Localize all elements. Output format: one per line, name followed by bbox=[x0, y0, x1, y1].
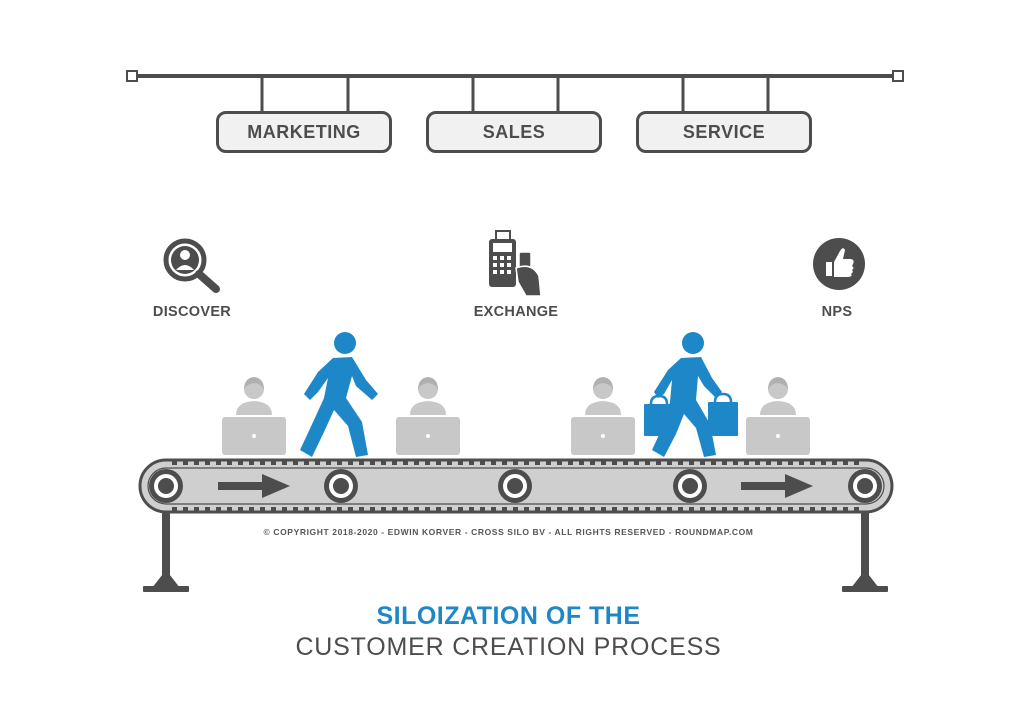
payment-terminal-icon bbox=[489, 230, 542, 297]
conveyor-stands bbox=[143, 500, 888, 592]
title-line-2: CUSTOMER CREATION PROCESS bbox=[295, 633, 722, 661]
conveyor-belt bbox=[138, 458, 894, 514]
belt-roller bbox=[673, 469, 707, 503]
thumbs-up-icon bbox=[813, 238, 865, 290]
title-line-1: SILOIZATION OF THE bbox=[376, 602, 641, 630]
belt-roller bbox=[149, 469, 183, 503]
belt-roller bbox=[498, 469, 532, 503]
department-box-sales: SALES bbox=[426, 111, 602, 153]
department-box-marketing: MARKETING bbox=[216, 111, 392, 153]
stage-label-exchange: EXCHANGE bbox=[473, 304, 559, 320]
stage-label-nps: NPS bbox=[821, 304, 853, 320]
worker-group bbox=[222, 377, 810, 455]
right-arrow-icon bbox=[741, 474, 813, 498]
worker-4 bbox=[746, 377, 810, 455]
walking-customer-icon bbox=[300, 332, 378, 457]
worker-3 bbox=[571, 377, 635, 455]
worker-2 bbox=[396, 377, 460, 455]
department-box-service: SERVICE bbox=[636, 111, 812, 153]
copyright-notice: © COPYRIGHT 2018-2020 - EDWIN KORVER - C… bbox=[263, 527, 754, 537]
shopping-customer-icon bbox=[644, 332, 738, 457]
org-bar bbox=[126, 70, 904, 112]
stage-label-discover: DISCOVER bbox=[152, 304, 232, 320]
magnifier-person-icon bbox=[163, 238, 220, 293]
belt-roller bbox=[324, 469, 358, 503]
worker-1 bbox=[222, 377, 286, 455]
belt-roller bbox=[848, 469, 882, 503]
right-arrow-icon bbox=[218, 474, 290, 498]
